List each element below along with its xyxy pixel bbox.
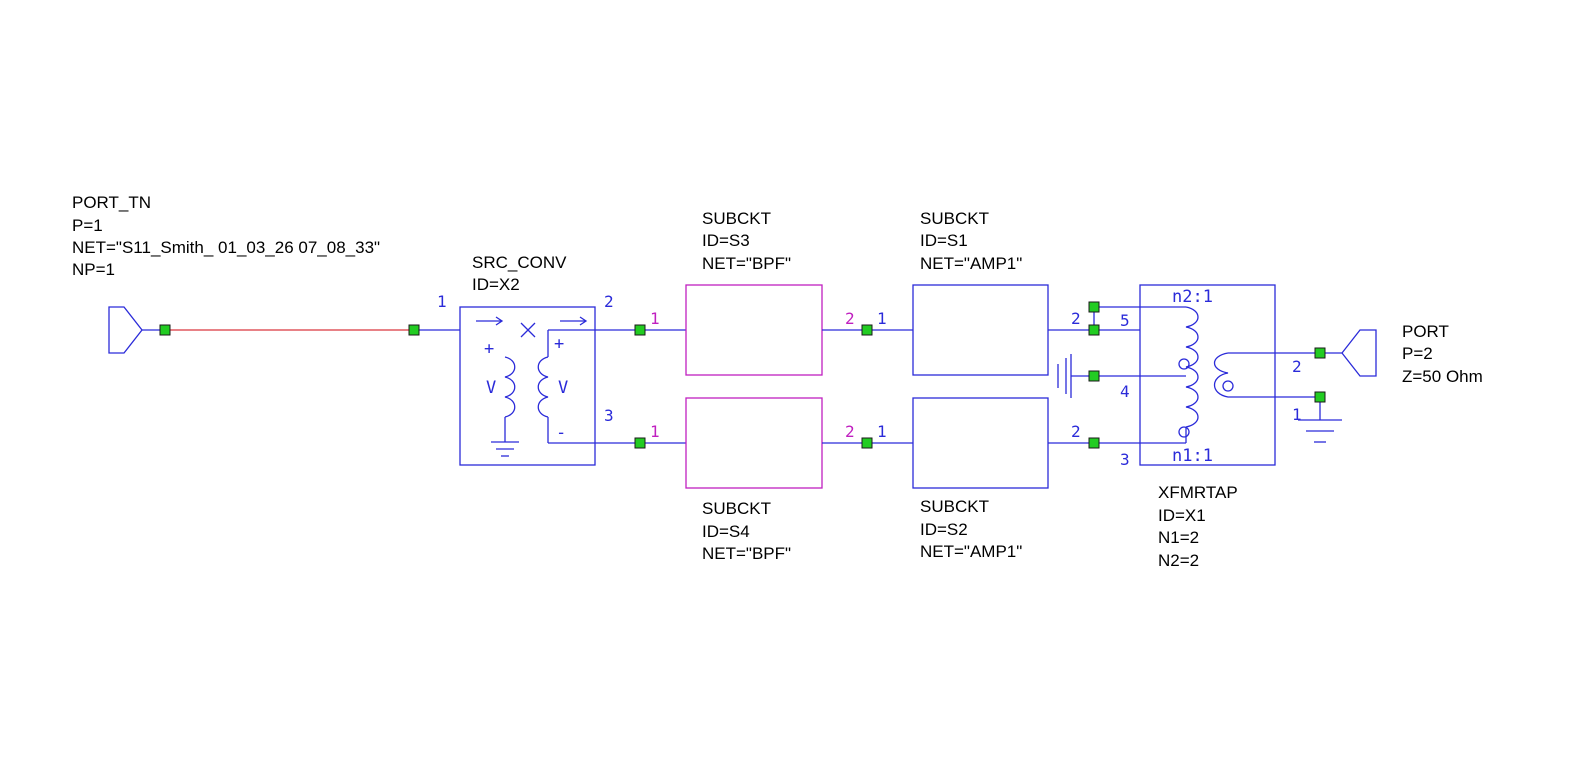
node-s1-in[interactable] <box>861 324 873 336</box>
node-port-tn[interactable] <box>159 324 171 336</box>
port2-component[interactable] <box>1298 329 1377 443</box>
node-port2-gnd[interactable] <box>1314 391 1326 403</box>
s1-pin-out: 2 <box>1071 309 1081 328</box>
s1-pin-in: 1 <box>877 309 887 328</box>
capacitor-ground-icon <box>1057 354 1140 398</box>
port2-name: PORT <box>1402 322 1449 341</box>
subckt-s4-box[interactable] <box>685 397 823 489</box>
node-s3-in[interactable] <box>634 324 646 336</box>
s1-name: SUBCKT <box>920 209 989 228</box>
port-tn-np: NP=1 <box>72 260 115 279</box>
xfmrtap-dot-icon <box>1178 358 1190 370</box>
src-conv-component[interactable] <box>459 306 596 466</box>
s2-name: SUBCKT <box>920 497 989 516</box>
src-conv-plus-left: + <box>484 339 494 359</box>
s2-net: NET="AMP1" <box>920 542 1022 561</box>
s3-id: ID=S3 <box>702 231 750 250</box>
s4-pin-in: 1 <box>650 422 660 441</box>
port-tn-component[interactable] <box>108 306 460 354</box>
xfmrtap-pin5: 5 <box>1120 311 1130 330</box>
src-conv-plus-right: + <box>554 334 564 354</box>
port2-p: P=2 <box>1402 344 1433 363</box>
src-conv-arrow-right-icon <box>560 316 588 326</box>
s1-net: NET="AMP1" <box>920 254 1022 273</box>
port-tn-name: PORT_TN <box>72 193 151 212</box>
xfmrtap-dot3-icon <box>1222 380 1234 392</box>
xfmrtap-box[interactable] <box>1139 284 1276 466</box>
xfmrtap-secondary-coil-icon <box>1213 352 1320 398</box>
xfmrtap-pin1: 1 <box>1292 405 1302 424</box>
xfmrtap-tag-n2: n2:1 <box>1172 287 1213 307</box>
s4-name: SUBCKT <box>702 499 771 518</box>
s2-pin-in: 1 <box>877 422 887 441</box>
subckt-s3-box[interactable] <box>685 284 823 376</box>
xfmrtap-n1: N1=2 <box>1158 528 1199 547</box>
xfmrtap-pin4: 4 <box>1120 382 1130 401</box>
s3-net: NET="BPF" <box>702 254 791 273</box>
s4-net: NET="BPF" <box>702 544 791 563</box>
s4-pin-out: 2 <box>845 422 855 441</box>
node-x1-pin4[interactable] <box>1088 370 1100 382</box>
src-conv-pin2: 2 <box>604 292 614 311</box>
s3-pin-out: 2 <box>845 309 855 328</box>
s1-id: ID=S1 <box>920 231 968 250</box>
node-x2-in[interactable] <box>408 324 420 336</box>
port-tn-symbol[interactable] <box>108 306 143 354</box>
port2-symbol[interactable] <box>1341 329 1377 377</box>
xfmrtap-pin2: 2 <box>1292 357 1302 376</box>
s4-id: ID=S4 <box>702 522 750 541</box>
xfmrtap-name: XFMRTAP <box>1158 483 1238 502</box>
src-conv-minus-right: - <box>556 423 566 443</box>
s3-name: SUBCKT <box>702 209 771 228</box>
src-conv-pin1: 1 <box>437 292 447 311</box>
s2-pin-out: 2 <box>1071 422 1081 441</box>
src-conv-arrow-left-icon <box>476 316 504 326</box>
src-conv-pin3: 3 <box>604 406 614 425</box>
xfmrtap-tag-n1: n1:1 <box>1172 446 1213 466</box>
src-conv-id: ID=X2 <box>472 275 520 294</box>
port-tn-p: P=1 <box>72 216 103 235</box>
node-s2-in[interactable] <box>861 437 873 449</box>
subckt-s2-box[interactable] <box>912 397 1049 489</box>
src-conv-right-coil-icon <box>537 356 549 418</box>
port2-z: Z=50 Ohm <box>1402 367 1483 386</box>
node-s4-in[interactable] <box>634 437 646 449</box>
node-x1-pin5[interactable] <box>1088 301 1100 313</box>
node-port2[interactable] <box>1314 347 1326 359</box>
s3-pin-in: 1 <box>650 309 660 328</box>
s2-id: ID=S2 <box>920 520 968 539</box>
xfmrtap-primary-coil-icon <box>1185 306 1199 428</box>
src-conv-name: SRC_CONV <box>472 253 567 272</box>
xfmrtap-n2: N2=2 <box>1158 551 1199 570</box>
subckt-s1-box[interactable] <box>912 284 1049 376</box>
xfmrtap-pin3: 3 <box>1120 450 1130 469</box>
src-conv-left-coil-icon <box>504 356 516 418</box>
xfmrtap-component[interactable] <box>1139 284 1320 466</box>
src-conv-v-left: V <box>486 378 496 398</box>
node-s2-out[interactable] <box>1088 437 1100 449</box>
xfmrtap-id: ID=X1 <box>1158 506 1206 525</box>
src-conv-cross-icon <box>520 322 536 338</box>
xfmrtap-dot2-icon <box>1178 426 1190 438</box>
src-conv-box[interactable] <box>459 306 596 466</box>
port-tn-net: NET="S11_Smith_ 01_03_26 07_08_33" <box>72 238 380 257</box>
src-conv-v-right: V <box>558 378 568 398</box>
node-s1-out[interactable] <box>1088 324 1100 336</box>
